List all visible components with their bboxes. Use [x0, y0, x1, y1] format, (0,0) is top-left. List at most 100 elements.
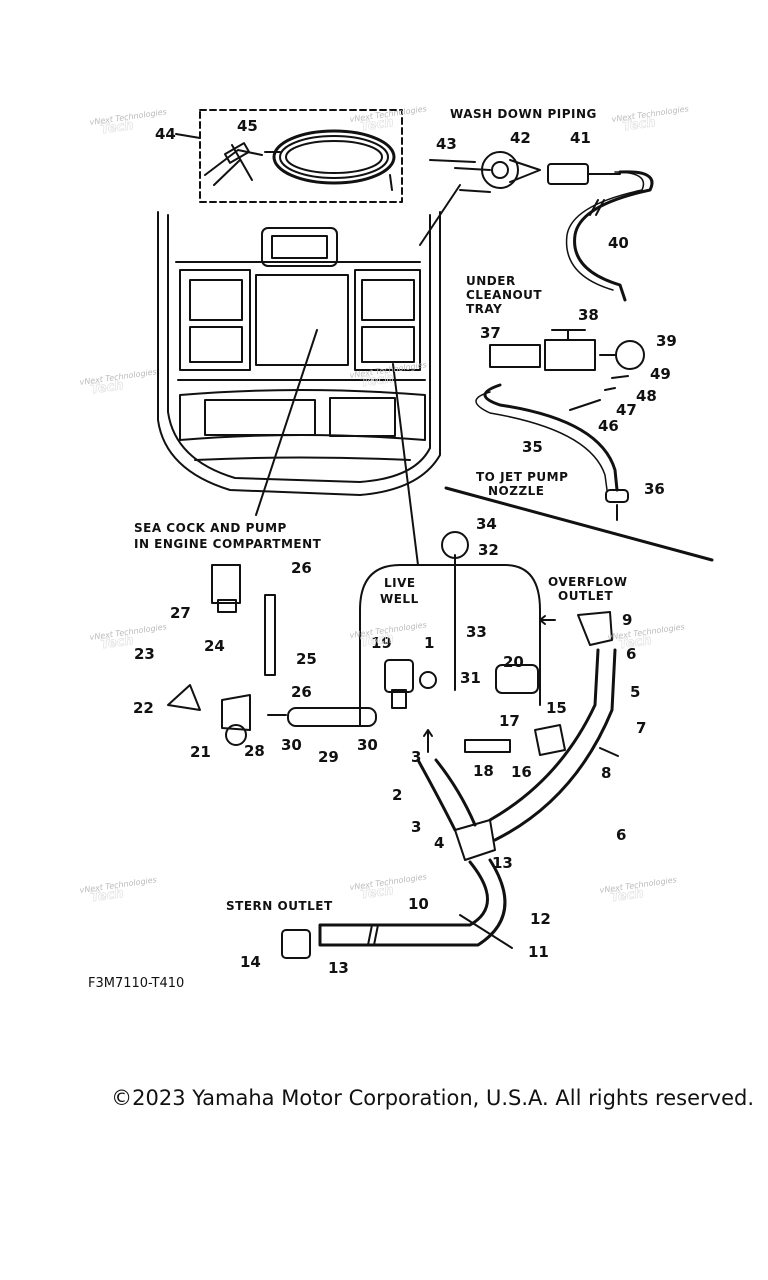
- callout-15: 15: [546, 699, 567, 717]
- tee-4: [454, 819, 496, 861]
- callout-26: 26: [291, 683, 312, 701]
- callout-13: 13: [492, 854, 513, 872]
- callout-24: 24: [204, 637, 225, 655]
- callout-37: 37: [480, 324, 501, 342]
- connector-41: [547, 163, 621, 185]
- hose-kit-box: [199, 109, 403, 203]
- callout-40: 40: [608, 234, 629, 252]
- label-under-cleanout-3: TRAY: [466, 302, 502, 316]
- callout-12: 12: [530, 910, 551, 928]
- callout-43: 43: [436, 135, 457, 153]
- watermark-logo: Tech: [618, 633, 653, 652]
- copyright-text: ©2023 Yamaha Motor Corporation, U.S.A. A…: [111, 1086, 754, 1110]
- watermark-logo: Tech: [360, 371, 395, 390]
- callout-19: 19: [371, 634, 392, 652]
- sprayer-handle: [204, 142, 263, 186]
- callout-38: 38: [578, 306, 599, 324]
- callout-20: 20: [503, 653, 524, 671]
- strainer-21: [221, 694, 251, 746]
- callout-33: 33: [466, 623, 487, 641]
- callout-21: 21: [190, 743, 211, 761]
- callout-17: 17: [499, 712, 520, 730]
- callout-1: 1: [424, 634, 434, 652]
- callout-2: 2: [392, 786, 402, 804]
- callout-6: 6: [616, 826, 626, 844]
- callout-18: 18: [473, 762, 494, 780]
- callout-3: 3: [411, 748, 421, 766]
- elbow-9: [577, 611, 613, 646]
- callout-5: 5: [630, 683, 640, 701]
- callout-9: 9: [622, 611, 632, 629]
- watermark-logo: Tech: [610, 886, 645, 905]
- watermark-logo: Tech: [622, 115, 657, 134]
- callout-3: 3: [411, 818, 421, 836]
- screws-43: [429, 159, 491, 193]
- callout-42: 42: [510, 129, 531, 147]
- callout-28: 28: [244, 742, 265, 760]
- label-overflow-2: OUTLET: [558, 589, 613, 603]
- hose-40: [573, 170, 654, 302]
- callout-46: 46: [598, 417, 619, 435]
- label-sea-cock-1: SEA COCK AND PUMP: [134, 521, 287, 535]
- callout-29: 29: [318, 748, 339, 766]
- hose-5: [488, 648, 617, 842]
- diagram-code: F3M7110-T410: [88, 976, 184, 991]
- callout-8: 8: [601, 764, 611, 782]
- watermark-logo: Tech: [360, 115, 395, 134]
- watermark-logo: Tech: [100, 118, 135, 137]
- hose-10: [318, 858, 507, 947]
- callout-23: 23: [134, 645, 155, 663]
- watermark-logo: Tech: [90, 886, 125, 905]
- callout-35: 35: [522, 438, 543, 456]
- label-to-jet-2: NOZZLE: [488, 484, 545, 498]
- callout-47: 47: [616, 401, 637, 419]
- callout-6: 6: [626, 645, 636, 663]
- callout-39: 39: [656, 332, 677, 350]
- parts-diagram: WASH DOWN PIPING UNDER CLEANOUT TRAY TO …: [79, 104, 714, 991]
- callout-22: 22: [133, 699, 154, 717]
- watermark-logo: Tech: [100, 633, 135, 652]
- label-under-cleanout-1: UNDER: [466, 274, 516, 288]
- callout-13: 13: [328, 959, 349, 977]
- callout-14: 14: [240, 953, 261, 971]
- callout-10: 10: [408, 895, 429, 913]
- watermark-logo: Tech: [90, 378, 125, 397]
- label-sea-cock-2: IN ENGINE COMPARTMENT: [134, 537, 322, 551]
- hose-29: [287, 707, 377, 727]
- elbow-2: [416, 758, 477, 832]
- watermark-logo: Tech: [360, 883, 395, 902]
- callout-30: 30: [281, 736, 302, 754]
- callout-25: 25: [296, 650, 317, 668]
- callout-26: 26: [291, 559, 312, 577]
- callout-49: 49: [650, 365, 671, 383]
- callout-11: 11: [528, 943, 549, 961]
- coiled-hose: [264, 129, 396, 191]
- callout-16: 16: [511, 763, 532, 781]
- deck-outline: [157, 211, 441, 496]
- callout-45: 45: [237, 117, 258, 135]
- bracket-22: [167, 684, 201, 711]
- callout-27: 27: [170, 604, 191, 622]
- pump-27: [211, 564, 241, 613]
- ball-valve-38: [489, 329, 645, 371]
- callout-36: 36: [644, 480, 665, 498]
- label-live-well-2: WELL: [380, 592, 419, 606]
- label-live-well-1: LIVE: [384, 576, 416, 590]
- callout-34: 34: [476, 515, 497, 533]
- callout-41: 41: [570, 129, 591, 147]
- callout-7: 7: [636, 719, 646, 737]
- label-under-cleanout-2: CLEANOUT: [466, 288, 542, 302]
- callout-4: 4: [434, 834, 444, 852]
- label-stern-outlet: STERN OUTLET: [226, 899, 333, 913]
- callout-30: 30: [357, 736, 378, 754]
- watermark-logo: Tech: [360, 631, 395, 650]
- label-wash-down-piping: WASH DOWN PIPING: [450, 107, 597, 121]
- live-well-outline: [359, 564, 541, 726]
- callout-44: 44: [155, 125, 176, 143]
- callout-32: 32: [478, 541, 499, 559]
- label-overflow-1: OVERFLOW: [548, 575, 627, 589]
- label-to-jet-1: TO JET PUMP: [476, 470, 568, 484]
- callout-48: 48: [636, 387, 657, 405]
- callout-31: 31: [460, 669, 481, 687]
